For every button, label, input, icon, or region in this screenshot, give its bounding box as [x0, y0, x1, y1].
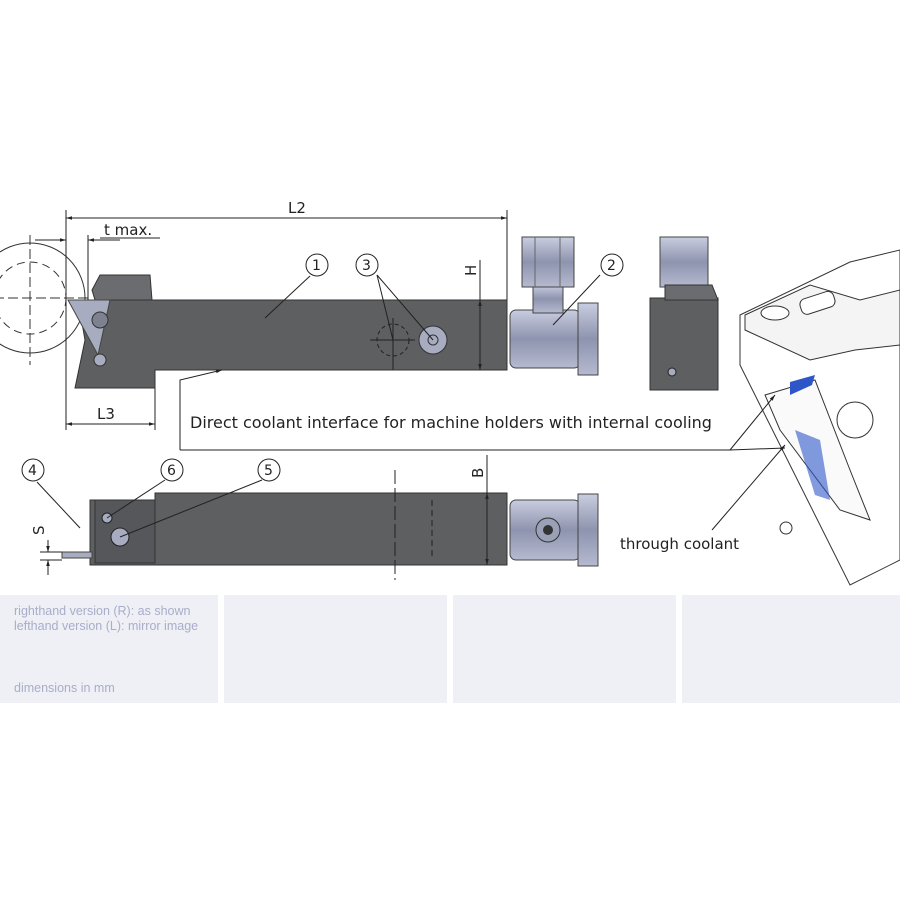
callouts [21, 253, 624, 482]
dim-L3: L3 [97, 405, 115, 423]
callout-3: 3 [362, 258, 371, 274]
dim-H: H [462, 265, 480, 276]
dimension-lines [35, 210, 786, 575]
callout-1: 1 [312, 258, 321, 274]
empty-panel-3 [453, 595, 676, 703]
empty-panel-2 [224, 595, 447, 703]
note-righthand: righthand version (R): as shown [14, 604, 191, 618]
dim-L2: L2 [288, 199, 306, 217]
empty-panel-4 [682, 595, 900, 703]
dim-S: S [30, 525, 48, 535]
note-dimensions: dimensions in mm [14, 681, 115, 695]
callout-6: 6 [167, 463, 176, 479]
notes-panel: righthand version (R): as shown lefthand… [0, 595, 218, 703]
callout-4: 4 [28, 463, 37, 479]
holder-side-view [649, 236, 719, 391]
coolant-channel [790, 375, 830, 500]
callout-5: 5 [264, 463, 273, 479]
dim-B: B [469, 468, 487, 478]
note-lefthand: lefthand version (L): mirror image [14, 619, 199, 633]
holder-bottom-view [61, 470, 599, 580]
dimension-labels: L2 t max. L3 H B S [30, 199, 487, 535]
coolant-interface-label: Direct coolant interface for machine hol… [190, 413, 712, 432]
callout-2: 2 [607, 258, 616, 274]
dim-t-max: t max. [104, 221, 152, 239]
holder-top-view [67, 236, 599, 389]
through-coolant-label: through coolant [620, 535, 739, 553]
holder-iso-view [739, 249, 900, 586]
